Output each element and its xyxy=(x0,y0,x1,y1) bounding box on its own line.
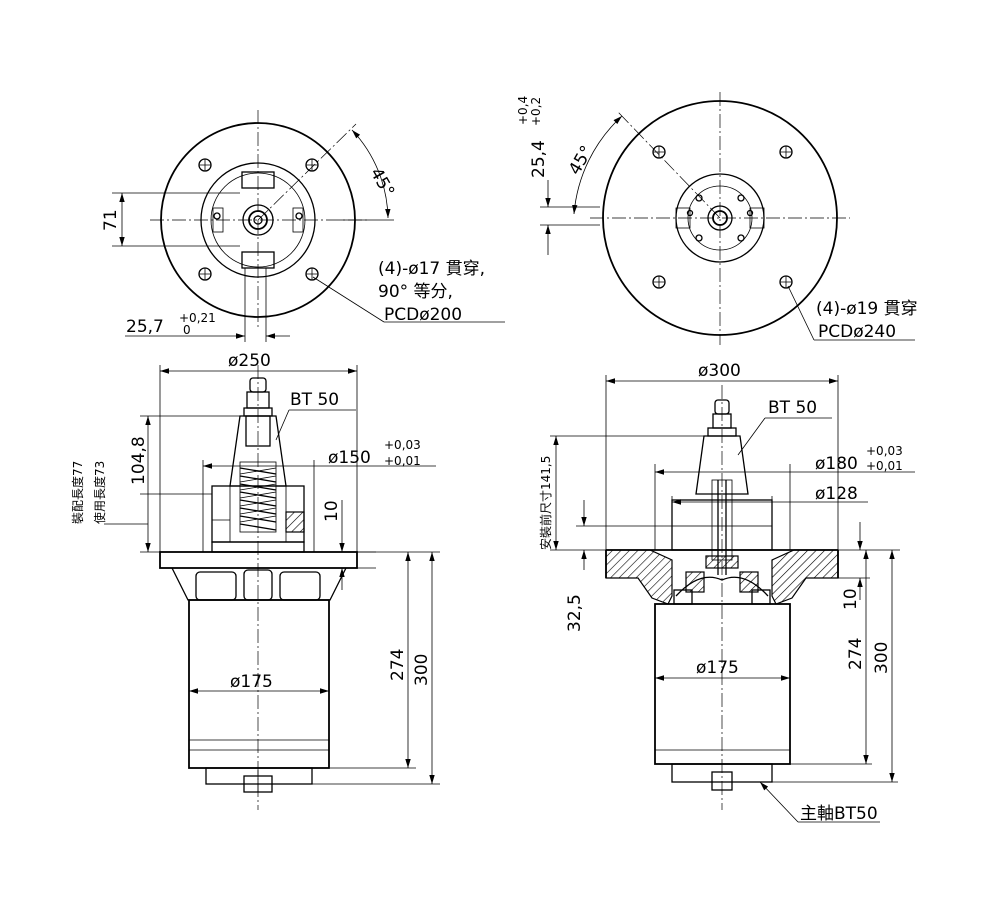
bottom-left-view: ø250 BT 50 ø150 +0,03 +0,01 104,8 裝配長度77… xyxy=(70,351,440,810)
dia-180: ø180 xyxy=(815,454,858,474)
bolt-holes-right xyxy=(652,145,793,289)
dim-300: 300 xyxy=(872,642,892,674)
dim-104-8: 104,8 xyxy=(129,436,149,485)
main-body xyxy=(654,603,791,765)
dim-25-7: 25,7 xyxy=(126,317,164,337)
bottom-right-view: ø300 BT 50 ø180 +0,03 +0,01 ø128 安裝前尺寸14… xyxy=(538,361,915,824)
dim-71: 71 xyxy=(101,209,121,231)
tol-lower: +0,2 xyxy=(529,97,543,126)
dim-25-4: 25,4 xyxy=(529,140,549,178)
dia-150: ø150 xyxy=(328,448,371,468)
bt50-label: BT 50 xyxy=(768,398,817,418)
dim-10: 10 xyxy=(322,500,342,522)
dim-274: 274 xyxy=(846,638,866,670)
top-left-view: 71 45° 25,7 +0,21 0 (4)-ø17 貫穿, 90° 等分, … xyxy=(101,110,505,342)
dia-175: ø175 xyxy=(230,672,273,692)
dim-274: 274 xyxy=(388,649,408,681)
mount-length: 裝配長度77 xyxy=(70,461,85,524)
dim-300: 300 xyxy=(412,654,432,686)
hatched-block xyxy=(285,511,305,533)
tol-lower: +0,01 xyxy=(384,454,421,468)
pcd-240: PCDø240 xyxy=(818,322,896,342)
install-length: 安裝前尺寸141,5 xyxy=(538,456,553,550)
dia-300: ø300 xyxy=(698,361,741,381)
pin-hole-left xyxy=(213,212,221,220)
use-length: 使用長度73 xyxy=(92,461,107,524)
flange xyxy=(159,551,358,569)
dia-128: ø128 xyxy=(815,484,858,504)
holes-note-1: (4)-ø17 貫穿, xyxy=(378,259,485,279)
holes-note-2: 90° 等分, xyxy=(378,282,453,302)
tol-lower: +0,01 xyxy=(866,459,903,473)
holes-note: (4)-ø19 貫穿 xyxy=(816,299,918,319)
flange-section-left xyxy=(605,549,673,605)
spring xyxy=(239,461,277,533)
flange-section-right xyxy=(771,549,839,605)
dia-250: ø250 xyxy=(228,351,271,371)
dim-10: 10 xyxy=(841,588,861,610)
small-holes xyxy=(686,194,754,242)
top-right-view: 25,4 +0,4 +0,2 45° (4)-ø19 貫穿 PCDø240 xyxy=(516,92,918,345)
tol-upper: +0,03 xyxy=(384,438,421,452)
spindle-label: 主軸BT50 xyxy=(800,804,878,824)
tol-upper: +0,03 xyxy=(866,444,903,458)
tol-lower: 0 xyxy=(183,323,191,337)
tol-upper: +0,21 xyxy=(179,311,216,325)
pcd-200: PCDø200 xyxy=(384,305,462,325)
angle-45: 45° xyxy=(366,165,398,201)
bolt-holes-left xyxy=(198,158,319,281)
dim-32-5: 32,5 xyxy=(565,594,585,632)
tol-upper: +0,4 xyxy=(516,96,530,125)
angle-45: 45° xyxy=(565,142,597,178)
pin-hole-right xyxy=(295,212,303,220)
dia-175: ø175 xyxy=(696,658,739,678)
taper-shank xyxy=(695,435,749,495)
bt50-label: BT 50 xyxy=(290,390,339,410)
